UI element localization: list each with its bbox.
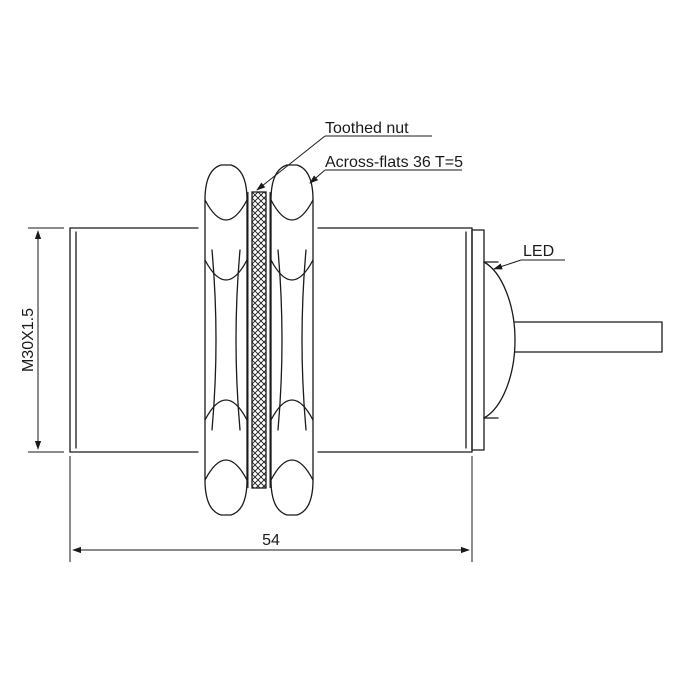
toothed-washer: [247, 191, 271, 489]
led-callout: LED: [493, 243, 565, 270]
thread-dimension: M30X1.5: [20, 227, 64, 453]
toothed-nut-callout: Toothed nut: [256, 120, 432, 191]
length-dimension: 54: [69, 456, 473, 562]
across-flats-label: Across-flats 36 T=5: [325, 154, 463, 171]
across-flats-callout: Across-flats 36 T=5: [309, 154, 463, 184]
hex-nut-right: [270, 164, 314, 516]
thread-label: M30X1.5: [20, 308, 37, 372]
led-cap: [471, 229, 516, 451]
hex-nut-left: [204, 164, 248, 516]
toothed-nut-label: Toothed nut: [325, 120, 409, 137]
led-label: LED: [523, 243, 554, 260]
length-label: 54: [262, 532, 280, 549]
cable: [514, 321, 663, 353]
